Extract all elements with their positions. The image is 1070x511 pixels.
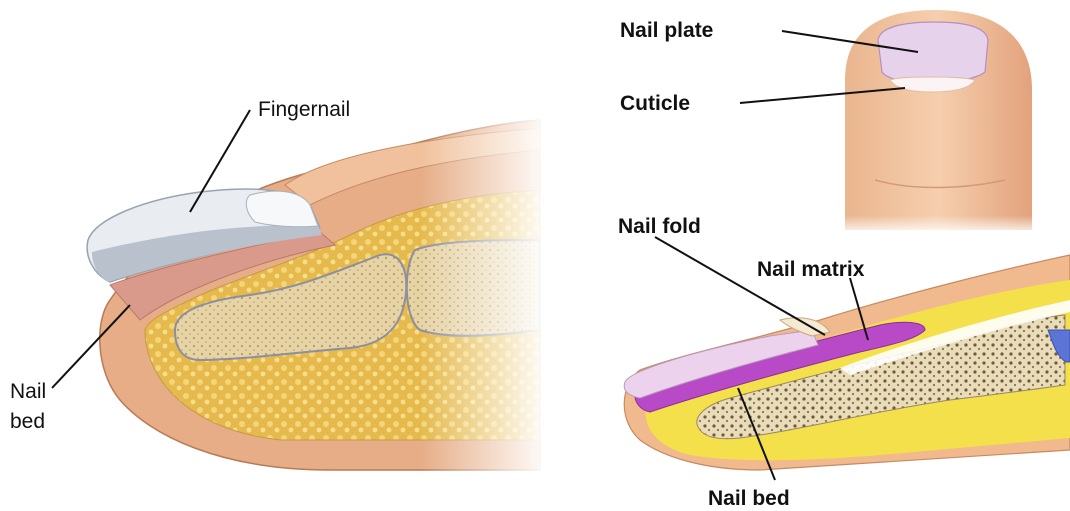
nail-cross-section: Nail fold Nail matrix Nail bed [618, 215, 1070, 510]
thumb-nail-plate [878, 22, 988, 82]
nail-matrix-label: Nail matrix [757, 258, 865, 281]
thumb-external-view: Nail plate Cuticle [620, 10, 1040, 235]
section-nail-bed-label: Nail bed [708, 487, 790, 510]
nail-bed-label-line2: bed [10, 410, 45, 433]
nail-bed-label-line1: Nail [10, 380, 46, 403]
nail-fold-label: Nail fold [618, 215, 701, 238]
fingernail-label: Fingernail [258, 98, 350, 121]
nail-plate-label: Nail plate [620, 19, 713, 42]
nail-fold-leader-line [655, 237, 825, 335]
cuticle-label: Cuticle [620, 92, 690, 115]
left-finger-cross-section: Fingernail Nail bed [10, 98, 550, 500]
